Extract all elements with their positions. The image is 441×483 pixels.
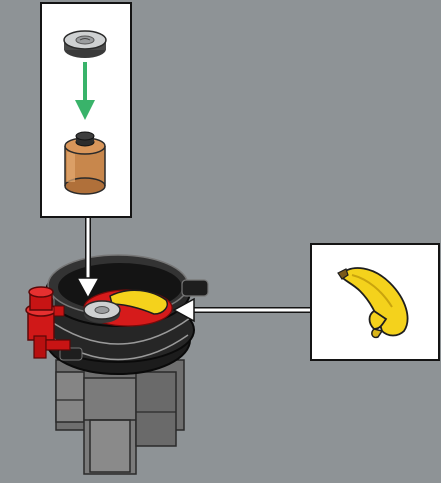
arrow-left-icon xyxy=(174,299,310,321)
stacked-bricks xyxy=(56,360,184,474)
round-tile-in-cauldron xyxy=(84,301,120,323)
